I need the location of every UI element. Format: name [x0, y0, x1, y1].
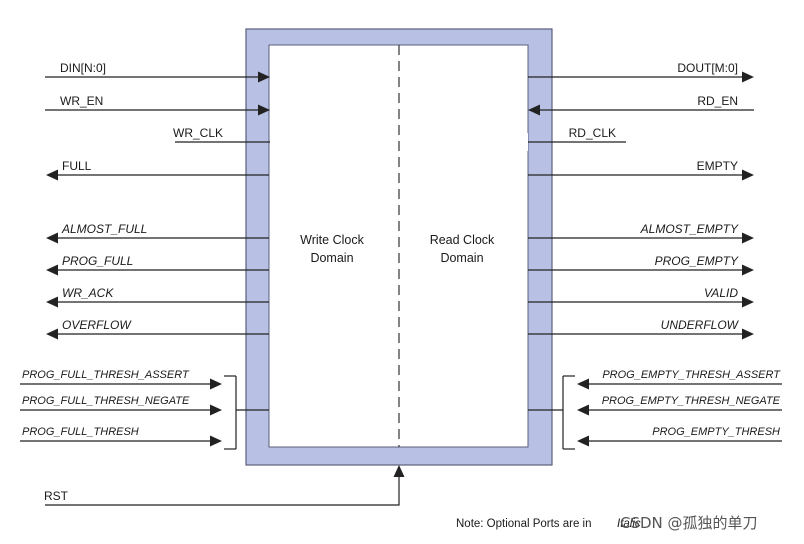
- right-threshold-label-0: PROG_EMPTY_THRESH_ASSERT: [602, 369, 781, 381]
- wr-ack-label: WR_ACK: [62, 286, 114, 300]
- prog-full-label: PROG_FULL: [62, 254, 133, 268]
- wr-en-label: WR_EN: [60, 94, 103, 108]
- wire-overflow-arrow: [46, 328, 58, 340]
- wire-underflow-arrow: [742, 328, 754, 340]
- wire-full-arrow: [46, 169, 58, 181]
- write-domain-line1: Write Clock: [300, 233, 364, 247]
- wire-dout-arrow: [742, 71, 754, 83]
- full-label: FULL: [62, 159, 92, 173]
- right-threshold-label-1: PROG_EMPTY_THRESH_NEGATE: [602, 395, 781, 407]
- signal-wires: DIN[N:0] WR_EN WR_CLK FULL ALMOST_FULL PROG_F…: [20, 61, 782, 450]
- left-threshold-arrow-2: [210, 435, 222, 447]
- valid-label: VALID: [704, 286, 738, 300]
- left-threshold-label-2: PROG_FULL_THRESH: [22, 426, 139, 438]
- reset-label: RST: [44, 489, 69, 503]
- wire-wr-clk-clock-symbol: [270, 133, 288, 151]
- din-label: DIN[N:0]: [60, 61, 106, 75]
- wire-rd-clk-clock-symbol: [510, 133, 528, 151]
- wr-clk-label: WR_CLK: [173, 126, 223, 140]
- write-domain-line2: Domain: [310, 251, 353, 265]
- optional-ports-note: Note: Optional Ports are in: [456, 518, 592, 530]
- left-threshold-arrow-0: [210, 378, 222, 390]
- right-threshold-arrow-0: [577, 378, 589, 390]
- dout-label: DOUT[M:0]: [677, 61, 738, 75]
- almost-empty-label: ALMOST_EMPTY: [640, 222, 739, 236]
- optional-ports-note-italic: Italic: [617, 518, 641, 530]
- wire-wr-ack-arrow: [46, 296, 58, 308]
- wire-prog-empty-arrow: [742, 264, 754, 276]
- rd-clk-label: RD_CLK: [569, 126, 616, 140]
- prog-empty-label: PROG_EMPTY: [655, 254, 739, 268]
- left-threshold-label-0: PROG_FULL_THRESH_ASSERT: [22, 369, 190, 381]
- wire-rd-en-arrow: [528, 104, 540, 116]
- left-threshold-arrow-1: [210, 404, 222, 416]
- wire-almost-full-arrow: [46, 232, 58, 244]
- read-domain-line2: Domain: [440, 251, 483, 265]
- right-threshold-label-2: PROG_EMPTY_THRESH: [652, 426, 780, 438]
- csdn-watermark: CSDN @孤独的单刀: [620, 514, 758, 532]
- right-threshold-arrow-2: [577, 435, 589, 447]
- overflow-label: OVERFLOW: [62, 318, 132, 332]
- reset-signal: RST: [44, 465, 405, 506]
- wire-valid-arrow: [742, 296, 754, 308]
- wire-almost-empty-arrow: [742, 232, 754, 244]
- empty-label: EMPTY: [697, 159, 738, 173]
- right-threshold-arrow-1: [577, 404, 589, 416]
- wire-wr-en-arrow: [258, 104, 270, 116]
- almost-full-label: ALMOST_FULL: [61, 222, 147, 236]
- left-threshold-label-1: PROG_FULL_THRESH_NEGATE: [22, 395, 190, 407]
- wire-prog-full-arrow: [46, 264, 58, 276]
- rd-en-label: RD_EN: [697, 94, 738, 108]
- read-domain-line1: Read Clock: [430, 233, 495, 247]
- wire-din-arrow: [258, 71, 270, 83]
- wire-empty-arrow: [742, 169, 754, 181]
- underflow-label: UNDERFLOW: [661, 318, 740, 332]
